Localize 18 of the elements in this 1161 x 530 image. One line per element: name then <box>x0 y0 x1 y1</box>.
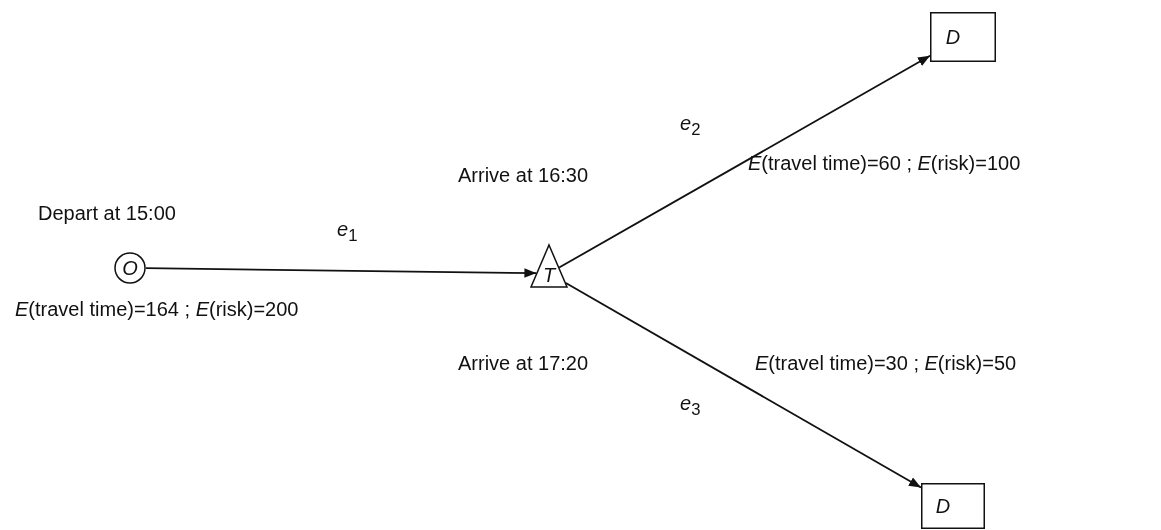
node-label: O <box>122 256 138 280</box>
time-note: Depart at 15:00 <box>38 202 176 225</box>
arrow <box>558 54 931 269</box>
edge-label: e$_{1}$ <box>337 218 358 246</box>
destination-box <box>921 483 985 529</box>
time-note: Arrive at 16:30 <box>458 164 589 187</box>
expectation-note: E(travel time)=30 ; E(risk)=50 <box>755 352 1017 375</box>
expectation-note: E(travel time)=164 ; E(risk)=200 <box>15 298 299 321</box>
edge-label: e$_{3}$ <box>680 392 701 420</box>
node-label: D <box>945 25 961 49</box>
time-note: Arrive at 17:20 <box>458 352 589 375</box>
arrow <box>145 267 538 278</box>
transfer-triangle <box>530 244 568 288</box>
origin-circle <box>114 252 146 284</box>
node-label: D <box>935 494 951 518</box>
edge-label: e$_{2}$ <box>680 112 701 140</box>
node-label: T <box>542 263 556 287</box>
destination-box <box>930 12 996 62</box>
